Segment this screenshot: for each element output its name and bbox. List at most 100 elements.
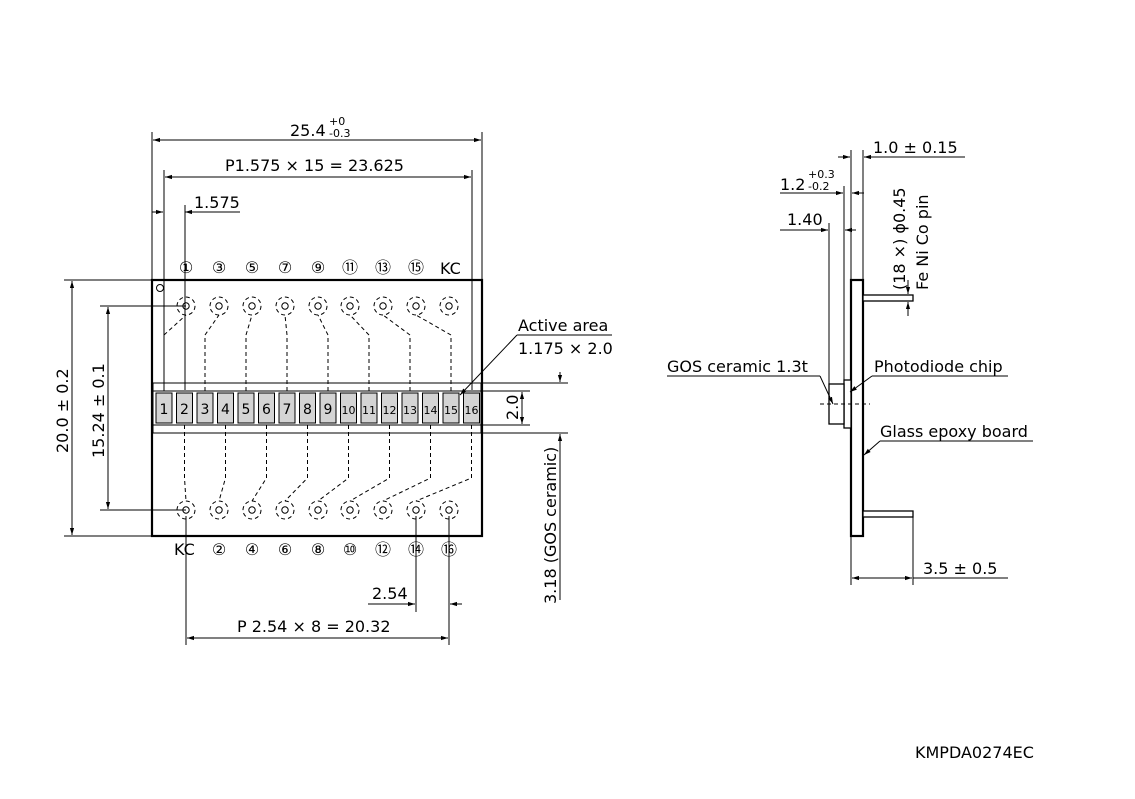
photodiode-element — [463, 392, 480, 424]
trace-bottom — [251, 425, 267, 502]
pin-pad-outer — [242, 500, 262, 520]
bottom-pin-label: ⑩ — [343, 540, 357, 559]
trace-bottom — [349, 425, 390, 502]
pin-pitch-total-dimension: P 2.54 × 8 = 20.32 — [185, 516, 448, 645]
pin-spec-line2: Fe Ni Co pin — [913, 194, 932, 290]
active-height-value: 2.0 — [503, 395, 522, 420]
pin-row-spacing-dimension: 15.24 ± 0.1 — [89, 305, 186, 511]
trace-top — [317, 314, 329, 391]
photodiode-element — [217, 392, 234, 424]
element-number: 9 — [324, 402, 333, 418]
pin-pad-hole — [281, 506, 289, 514]
gos-thickness-value: 1.40 — [787, 210, 823, 229]
photodiode-element — [360, 392, 378, 424]
pin-pad-hole — [379, 302, 387, 310]
trace-top — [415, 314, 452, 391]
chip-offset-tol-plus: +0.3 — [808, 168, 835, 181]
top-pin-label: ⑦ — [278, 258, 292, 277]
pin-pad-outer — [406, 296, 426, 316]
photodiode-element — [278, 392, 296, 424]
active-area-callout: Active area 1.175 × 2.0 — [459, 316, 613, 396]
trace-bottom — [415, 425, 472, 502]
gos-offset-value: 3.18 (GOS ceramic) — [541, 447, 560, 604]
gos-offset-dimension: 3.18 (GOS ceramic) — [481, 372, 568, 604]
trace-routing — [163, 314, 472, 502]
photodiode-element — [176, 392, 193, 424]
pin-spec-callout: (18 ×) ϕ0.45 Fe Ni Co pin — [890, 187, 932, 316]
chip-offset-dimension: 1.2 +0.3 -0.2 — [780, 168, 864, 380]
element-number: 3 — [201, 402, 210, 418]
trace-bottom — [317, 425, 349, 502]
pin-pitch-dimension: 2.54 — [368, 516, 462, 645]
photodiode-element — [237, 392, 255, 424]
trace-top — [204, 314, 220, 391]
pin-pad-hole — [379, 506, 387, 514]
pin-pad-outer — [275, 296, 295, 316]
gos-ceramic-callout: GOS ceramic 1.3t — [667, 357, 834, 405]
bottom-pin-label: ⑧ — [311, 540, 325, 559]
pin-pad-hole — [314, 302, 322, 310]
photodiode-element — [155, 392, 173, 424]
trace-bottom — [218, 425, 226, 502]
trace-top — [382, 314, 411, 391]
board-thickness-value: 1.0 ± 0.15 — [873, 138, 958, 157]
chip-offset-tol-minus: -0.2 — [808, 180, 829, 193]
overall-width-value: 25.4 — [290, 121, 326, 140]
pin-length-value: 3.5 ± 0.5 — [923, 559, 997, 578]
pixel-pitch-value: 1.575 — [194, 193, 240, 212]
overall-height-value: 20.0 ± 0.2 — [53, 368, 72, 453]
pin-pad-hole — [215, 302, 223, 310]
pin-pad-hole — [314, 506, 322, 514]
top-pin-label: ⑬ — [375, 258, 391, 277]
photodiode-element — [196, 392, 214, 424]
pin-pad-hole — [412, 302, 420, 310]
pin-row-spacing-value: 15.24 ± 0.1 — [89, 363, 108, 458]
photodiode-element — [340, 392, 357, 424]
top-pin-label: ⑨ — [311, 258, 325, 277]
top-pin-label: ⑪ — [342, 258, 358, 277]
overall-width-tol-minus: -0.3 — [329, 127, 350, 140]
top-pin-label: ① — [179, 258, 193, 277]
pin-pad-outer — [275, 500, 295, 520]
active-area-size: 1.175 × 2.0 — [518, 339, 613, 358]
side-pin-bottom — [862, 510, 914, 518]
pin-pad-hole — [346, 506, 354, 514]
glass-epoxy-board-label: Glass epoxy board — [880, 422, 1028, 441]
element-number: 14 — [424, 404, 438, 417]
photodiode-chip-callout: Photodiode chip — [849, 357, 1008, 393]
index-mark — [156, 284, 164, 292]
pin-pad-outer — [308, 500, 328, 520]
element-number: 2 — [180, 402, 189, 418]
chip-offset-value: 1.2 — [780, 175, 805, 194]
pin-pad-hole — [445, 302, 453, 310]
kc-label-bottom: KC — [174, 540, 195, 559]
gos-ceramic-label: GOS ceramic 1.3t — [667, 357, 808, 376]
top-pin-label: ⑮ — [408, 258, 424, 277]
element-number: 16 — [465, 404, 479, 417]
trace-bottom — [382, 425, 431, 502]
photodiode-chip-label: Photodiode chip — [874, 357, 1003, 376]
pixel-pitch-dimension: 1.575 — [152, 193, 240, 390]
photodiode-element — [299, 392, 316, 424]
top-pin-label: ⑤ — [245, 258, 259, 277]
element-number: 7 — [283, 402, 292, 418]
pin-pad-outer — [209, 296, 229, 316]
pin-pad-outer — [340, 296, 360, 316]
top-pin-label: ③ — [212, 258, 226, 277]
pitch-total-value: P1.575 × 15 = 23.625 — [225, 156, 404, 175]
board-outline — [150, 278, 484, 538]
trace-top — [245, 314, 253, 391]
element-number: 13 — [403, 404, 417, 417]
pin-pad-hole — [445, 506, 453, 514]
board-thickness-dimension: 1.0 ± 0.15 — [838, 138, 965, 280]
pin-pad-hole — [281, 302, 289, 310]
trace-bottom — [284, 425, 308, 502]
pitch-total-dimension: P1.575 × 15 = 23.625 — [163, 156, 473, 390]
overall-width-dimension: 25.4 +0 -0.3 — [151, 115, 483, 280]
pin-pad-hole — [248, 302, 256, 310]
element-number: 1 — [160, 402, 169, 418]
trace-bottom — [184, 425, 187, 502]
